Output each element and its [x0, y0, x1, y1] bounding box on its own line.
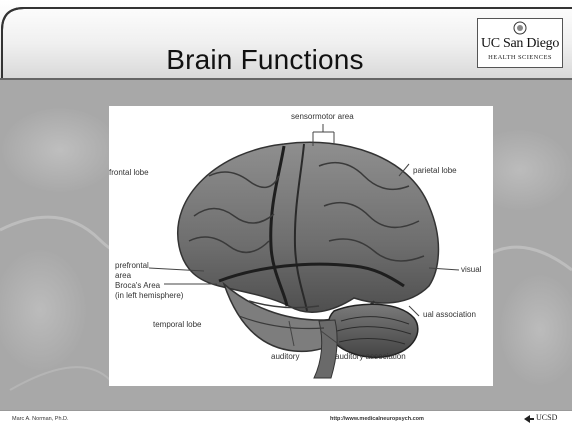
- label-auditory-association: auditory association: [335, 352, 406, 362]
- label-temporal-lobe: temporal lobe: [153, 320, 201, 330]
- label-frontal-lobe: frontal lobe: [109, 168, 149, 178]
- label-prefrontal: prefrontal: [115, 261, 149, 271]
- slide-header: Brain Functions UC San Diego HEALTH SCIE…: [0, 0, 572, 78]
- footer-url: http://www.medicalneuropsych.com: [330, 416, 424, 422]
- label-prefrontal-area: area: [115, 271, 131, 281]
- label-visual-association: ual association: [423, 310, 476, 320]
- label-parietal-lobe: parietal lobe: [413, 166, 457, 176]
- brain-figure: sensormotor area frontal lobe parietal l…: [109, 106, 493, 386]
- logo-subtitle: HEALTH SCIENCES: [478, 54, 562, 61]
- brain-illustration: [109, 106, 493, 386]
- ucsd-logo: UC San Diego HEALTH SCIENCES: [477, 18, 563, 68]
- logo-name: UC San Diego: [478, 36, 562, 52]
- label-brocas-area: Broca's Area: [115, 281, 160, 291]
- footer-mark: UCSD: [536, 413, 557, 422]
- ucsd-arrow-icon: [524, 415, 534, 423]
- label-left-hemisphere: (in left hemisphere): [115, 291, 183, 301]
- label-auditory: auditory: [271, 352, 299, 362]
- label-sensorimotor-area: sensormotor area: [291, 112, 354, 122]
- slide-footer: Marc A. Norman, Ph.D. http://www.medical…: [0, 410, 572, 428]
- ucsd-seal-icon: [513, 21, 527, 35]
- footer-author: Marc A. Norman, Ph.D.: [12, 416, 69, 422]
- label-visual: visual: [461, 265, 481, 275]
- footer-rule: [0, 410, 572, 411]
- page-title: Brain Functions: [0, 44, 530, 76]
